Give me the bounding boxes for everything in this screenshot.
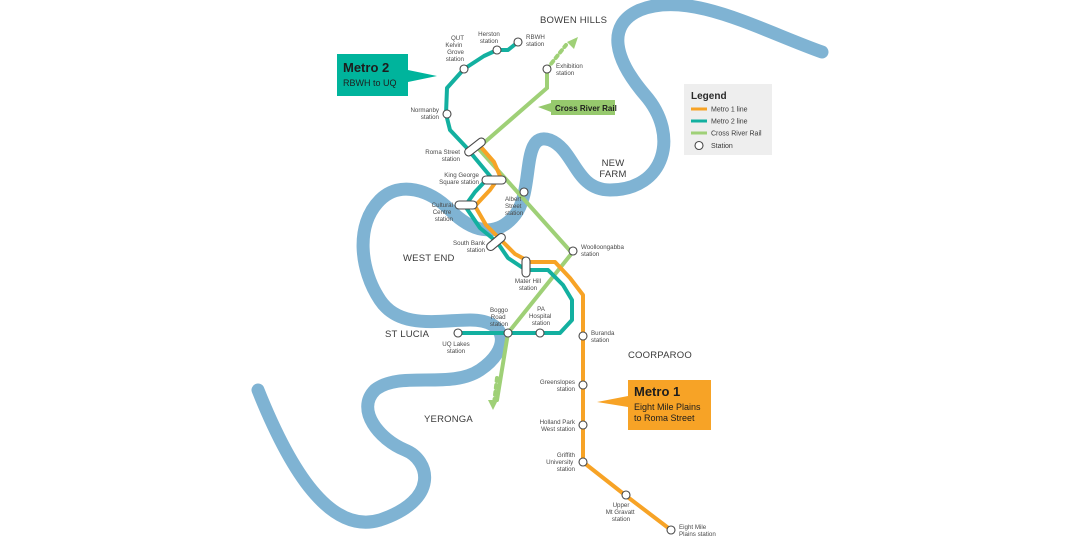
station-herston[interactable]: [492, 45, 502, 55]
legend-station-icon: [694, 140, 704, 151]
legend-metro-2: Metro 2 line: [711, 119, 748, 126]
station-upper-mt-gravatt[interactable]: [621, 490, 631, 500]
station-qut[interactable]: [459, 64, 469, 74]
station-pa-hospital[interactable]: [535, 328, 545, 338]
metro-2-callout: Metro 2 RBWH to UQ: [337, 54, 437, 96]
metro-2-subtitle: RBWH to UQ: [343, 78, 397, 88]
legend-cross-river-rail: Cross River Rail: [711, 131, 762, 138]
legend-metro-1: Metro 1 line: [711, 107, 748, 114]
station-cultural-centre[interactable]: [454, 200, 478, 210]
station-rbwh[interactable]: [513, 37, 523, 47]
station-normanby[interactable]: [442, 109, 452, 119]
station-woolloongabba[interactable]: [568, 246, 578, 256]
station-greenslopes[interactable]: [578, 380, 588, 390]
station-markers: [442, 37, 676, 535]
legend-title: Legend: [691, 91, 727, 102]
station-exhibition[interactable]: [542, 64, 552, 74]
legend-station: Station: [711, 143, 733, 150]
metro-1-title: Metro 1: [634, 384, 680, 399]
station-south-bank[interactable]: [485, 232, 507, 252]
station-buranda[interactable]: [578, 331, 588, 341]
brisbane-river: [251, 0, 829, 529]
station-griffith[interactable]: [578, 457, 588, 467]
area-coorparoo: COORPAROO: [628, 350, 692, 361]
station-holland-park[interactable]: [578, 420, 588, 430]
station-king-george-square[interactable]: [481, 175, 507, 185]
cross-river-rail-callout: Cross River Rail: [538, 100, 617, 115]
crr-north-arrow: [567, 37, 578, 49]
legend: Legend Metro 1 line Metro 2 line Cross R…: [684, 84, 772, 155]
crr-south-arrow: [488, 400, 498, 410]
cross-river-rail-line: [475, 43, 575, 406]
area-bowen-hills: BOWEN HILLS: [540, 15, 607, 26]
station-roma-street[interactable]: [463, 136, 487, 157]
area-west-end: WEST END: [403, 253, 455, 264]
area-st-lucia: ST LUCIA: [385, 329, 430, 340]
station-boggo-road[interactable]: [503, 328, 513, 338]
cross-river-rail-label: Cross River Rail: [555, 104, 617, 113]
station-eight-mile-plains[interactable]: [666, 525, 676, 535]
area-yeronga: YERONGA: [424, 414, 473, 425]
interchange-markers: [454, 136, 531, 278]
metro-2-line: [444, 40, 574, 335]
station-albert-street[interactable]: [519, 187, 529, 197]
station-uq-lakes[interactable]: [453, 328, 463, 338]
station-mater-hill[interactable]: [521, 256, 531, 278]
metro-2-title: Metro 2: [343, 60, 389, 75]
